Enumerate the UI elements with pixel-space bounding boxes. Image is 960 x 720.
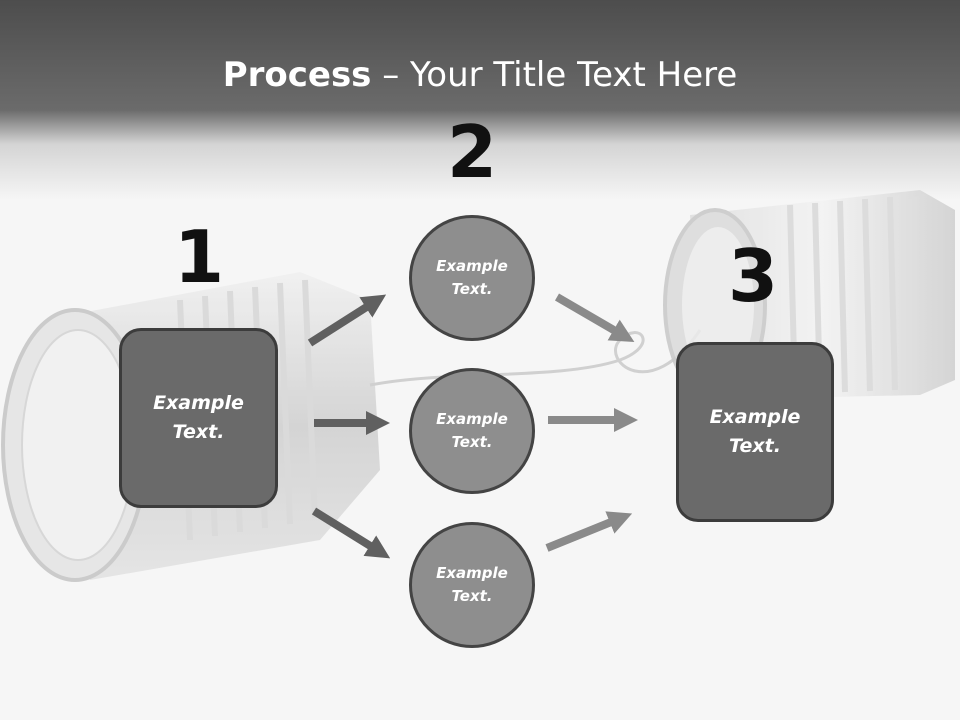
node-2-text-line2: Text. xyxy=(451,433,493,451)
step-1-text-line2: Text. xyxy=(172,421,225,443)
step-number-1: 1 xyxy=(173,215,225,299)
node-2-text-line1: Example xyxy=(436,410,508,428)
arrow-1-to-2a xyxy=(307,294,387,347)
step-number-2: 2 xyxy=(446,110,498,194)
title-bold: Process xyxy=(222,55,372,95)
arrow-2c-to-3 xyxy=(545,511,633,552)
step-3-text-line1: Example xyxy=(709,406,801,428)
arrow-2a-to-3 xyxy=(554,293,635,343)
title-band xyxy=(0,0,960,200)
slide-title: Process – Your Title Text Here xyxy=(0,52,960,98)
node-1-text-line1: Example xyxy=(436,257,508,275)
node-3-text-line1: Example xyxy=(436,564,508,582)
arrow-1-to-2c xyxy=(311,507,391,559)
title-rest: – Your Title Text Here xyxy=(371,55,738,95)
step-number-3: 3 xyxy=(727,234,779,318)
node-3-text-line2: Text. xyxy=(451,587,493,605)
step-3-text-line2: Text. xyxy=(729,435,781,457)
node-1-text-line2: Text. xyxy=(451,280,493,298)
step-1-text-line1: Example xyxy=(153,392,244,414)
